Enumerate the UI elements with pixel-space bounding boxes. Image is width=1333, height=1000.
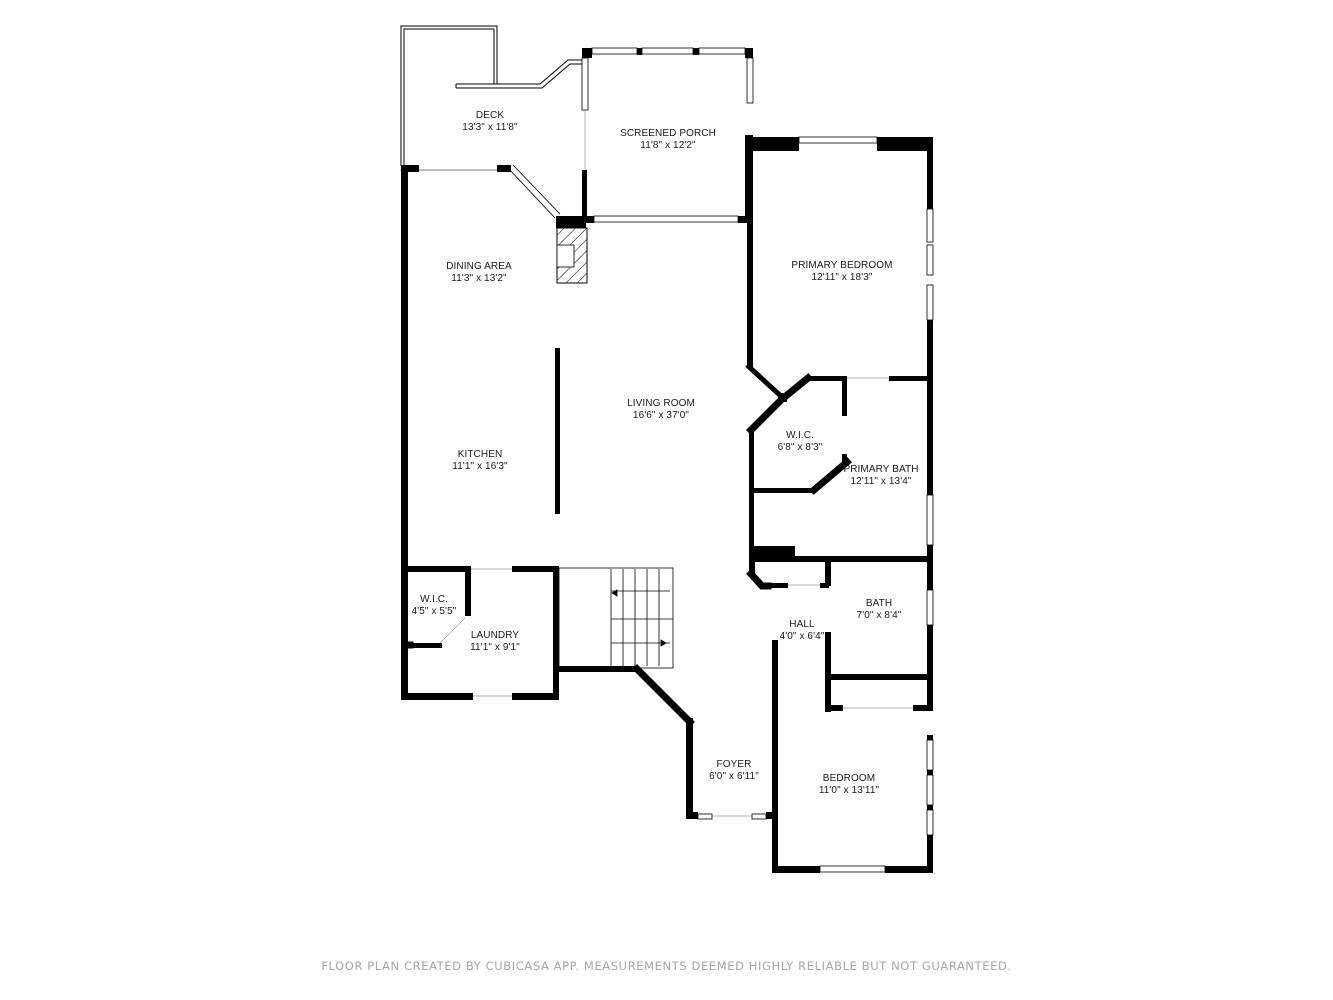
fireplace — [556, 227, 588, 284]
room-dimensions: 12'11" x 18'3" — [811, 272, 873, 283]
room-dimensions: 12'11" x 13'4" — [850, 476, 912, 487]
room-label-wic-primary: W.I.C. 6'8" x 8'3" — [778, 430, 823, 454]
room-label-dining-area: DINING AREA 11'3" x 13'2" — [446, 261, 512, 285]
room-name: BEDROOM — [822, 773, 876, 784]
room-dimensions: 11'1" x 16'3" — [452, 461, 508, 472]
room-label-laundry: LAUNDRY 11'1" x 9'1" — [470, 630, 520, 654]
room-name: DECK — [475, 110, 505, 121]
deck-railing — [400, 25, 582, 171]
room-name: PRIMARY BATH — [843, 464, 919, 475]
room-name: DINING AREA — [446, 261, 512, 272]
room-label-foyer: FOYER 6'0" x 6'11" — [709, 759, 759, 783]
windows — [581, 47, 934, 873]
door-openings — [439, 110, 913, 817]
room-dimensions: 11'1" x 9'1" — [470, 642, 520, 653]
room-label-hall: HALL 4'0" x 6'4" — [780, 619, 825, 643]
room-dimensions: 6'0" x 6'11" — [709, 771, 759, 782]
room-label-deck: DECK 13'3" x 11'8" — [462, 110, 517, 134]
room-dimensions: 11'8" x 12'2" — [640, 140, 696, 151]
room-dimensions: 6'8" x 8'3" — [777, 442, 823, 453]
dining-angled-window — [507, 164, 561, 219]
disclaimer-footer: FLOOR PLAN CREATED BY CUBICASA APP. MEAS… — [321, 959, 1012, 973]
room-name: FOYER — [716, 759, 752, 770]
walls — [401, 48, 933, 873]
room-label-wic-laundry: W.I.C. 4'5" x 5'5" — [412, 594, 457, 618]
room-label-bedroom: BEDROOM 11'0" x 13'11" — [819, 773, 879, 797]
room-dimensions: 16'6" x 37'0" — [632, 410, 690, 421]
staircase — [558, 567, 674, 669]
room-label-kitchen: KITCHEN 11'1" x 16'3" — [452, 449, 507, 473]
room-name: HALL — [789, 619, 815, 630]
room-name: LIVING ROOM — [627, 398, 695, 409]
room-label-screened-porch: SCREENED PORCH 11'8" x 12'2" — [620, 128, 716, 152]
room-name: PRIMARY BEDROOM — [791, 260, 893, 271]
room-dimensions: 4'5" x 5'5" — [411, 606, 457, 617]
room-dimensions: 11'0" x 13'11" — [818, 785, 880, 796]
room-name: KITCHEN — [457, 449, 503, 460]
room-name: BATH — [865, 598, 893, 609]
room-label-primary-bath: PRIMARY BATH 12'11" x 13'4" — [843, 464, 918, 488]
room-dimensions: 7'0" x 8'4" — [856, 610, 902, 621]
angled-walls — [401, 373, 852, 727]
room-name: SCREENED PORCH — [620, 128, 716, 139]
room-dimensions: 11'3" x 13'2" — [451, 273, 507, 284]
room-name: LAUNDRY — [470, 630, 520, 641]
room-label-bath: BATH 7'0" x 8'4" — [857, 598, 902, 622]
room-name: W.I.C. — [786, 430, 814, 441]
room-dimensions: 13'3" x 11'8" — [462, 122, 518, 133]
room-dimensions: 4'0" x 6'4" — [779, 631, 825, 642]
room-name: W.I.C. — [420, 594, 448, 605]
room-label-living-room: LIVING ROOM 16'6" x 37'0" — [627, 398, 695, 422]
room-label-primary-bedroom: PRIMARY BEDROOM 12'11" x 18'3" — [791, 260, 892, 284]
